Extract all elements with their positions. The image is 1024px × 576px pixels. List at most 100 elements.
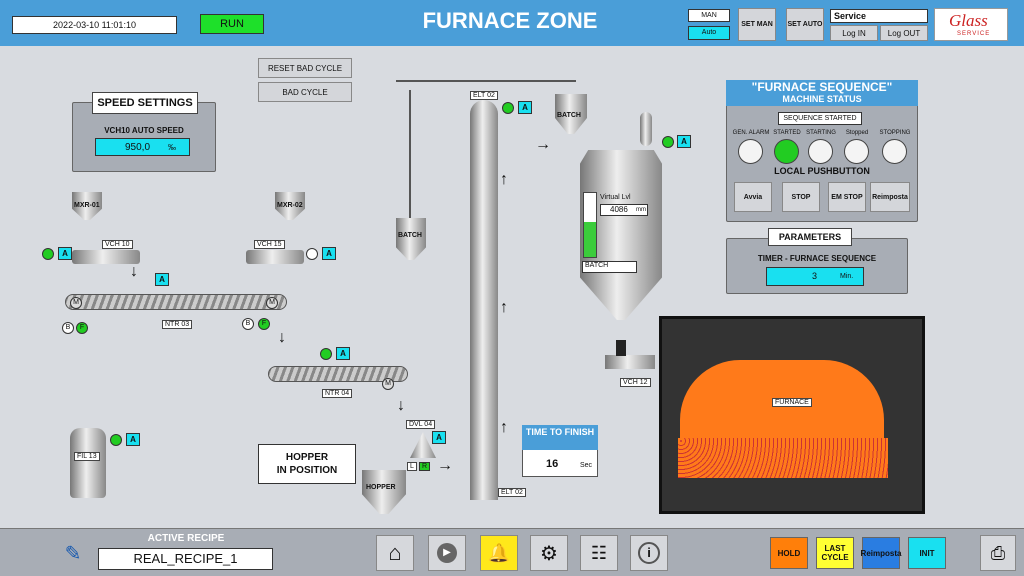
- settings-button[interactable]: ⚙: [530, 535, 568, 571]
- info-button[interactable]: i: [630, 535, 668, 571]
- tank-batch-field: BATCH: [582, 261, 637, 273]
- flow-arrow-down-icon: ↓: [130, 263, 138, 280]
- calendar-icon: ☷: [590, 542, 608, 563]
- feeder-vch15-body: [246, 250, 304, 264]
- ntr03-b-lamp-right: B: [242, 318, 254, 330]
- tool-icon[interactable]: ✎: [64, 543, 82, 565]
- ntr04-auto-indicator[interactable]: A: [336, 347, 350, 360]
- speed-unit: ‰: [168, 143, 176, 152]
- company-logo: Glass SERVICE: [934, 8, 1008, 41]
- batch-bin-top-label: BATCH: [557, 112, 581, 119]
- elevator-elt02: [470, 100, 498, 500]
- bell-icon: 🔔: [487, 542, 511, 563]
- play-button[interactable]: ▶: [428, 535, 466, 571]
- tank-level-fill: [584, 221, 596, 257]
- hold-button[interactable]: HOLD: [770, 537, 808, 569]
- time-to-finish-title: TIME TO FINISH: [522, 425, 598, 450]
- hopper-status-line2: IN POSITION: [276, 465, 338, 476]
- parameters-title: PARAMETERS: [768, 228, 852, 246]
- vch10-auto-indicator[interactable]: A: [58, 247, 72, 260]
- alarm-button[interactable]: 🔔: [480, 535, 518, 571]
- elevator-up-arrow-2-icon: ↑: [500, 299, 508, 316]
- tank-auto-indicator[interactable]: A: [677, 135, 691, 148]
- timer-value: 3: [812, 271, 818, 281]
- sequence-lamp: [808, 139, 833, 164]
- sequence-state-display: SEQUENCE STARTED: [778, 112, 862, 125]
- furnace-melt: [678, 438, 888, 478]
- logo-text: Glass: [949, 11, 988, 30]
- feeder-vch10-body: [72, 250, 140, 264]
- play-icon: ▶: [437, 543, 457, 563]
- tank-status-lamp: [662, 136, 674, 148]
- last-cycle-button[interactable]: LAST CYCLE: [816, 537, 854, 569]
- home-icon: ⌂: [388, 540, 402, 565]
- tank-level-value: 4086: [610, 205, 628, 214]
- set-auto-button[interactable]: SET AUTO: [786, 8, 824, 41]
- tank-level-bar: [583, 192, 597, 258]
- reset-bad-cycle-button[interactable]: RESET BAD CYCLE: [258, 58, 352, 78]
- batch-bin-left-label: BATCH: [398, 232, 422, 239]
- filter-fil13: [70, 428, 106, 498]
- tank-level-label: Virtual Lvl: [600, 194, 631, 201]
- init-button[interactable]: INIT: [908, 537, 946, 569]
- flow-arrow-right-icon: →: [437, 457, 453, 474]
- print-button[interactable]: ⎙: [980, 535, 1016, 571]
- page-title: FURNACE ZONE: [422, 8, 598, 33]
- hopper-status-panel: HOPPER IN POSITION: [258, 444, 356, 484]
- ntr03-auto-indicator[interactable]: A: [155, 273, 169, 286]
- conveyor-ntr04: [268, 366, 408, 382]
- dvl04-label: DVL 04: [406, 420, 436, 429]
- login-button[interactable]: Log IN: [830, 25, 878, 41]
- batch-bin-left: [396, 218, 426, 260]
- timer-value-field[interactable]: [766, 267, 864, 286]
- calendar-button[interactable]: ☷: [580, 535, 618, 571]
- active-recipe-title: ACTIVE RECIPE: [147, 533, 225, 544]
- conveyor-ntr03: [65, 294, 287, 310]
- time-to-finish-value: 16: [546, 458, 559, 470]
- ntr03-f-lamp-right: F: [258, 318, 270, 330]
- vch15-status-lamp: [306, 248, 318, 260]
- run-status-indicator: RUN: [200, 14, 264, 34]
- speed-value-field[interactable]: [95, 138, 190, 156]
- sequence-lamp-label: STARTED: [773, 130, 801, 136]
- sequence-lamp: [738, 139, 763, 164]
- vch15-auto-indicator[interactable]: A: [322, 247, 336, 260]
- sequence-lamp-label: Stopped: [845, 130, 869, 136]
- mxr02-label: MXR-02: [277, 202, 303, 209]
- ntr03-f-lamp-left: F: [76, 322, 88, 334]
- set-man-button[interactable]: SET MAN: [738, 8, 776, 41]
- elt02-status-lamp: [502, 102, 514, 114]
- gear-icon: ⚙: [540, 542, 558, 565]
- logout-button[interactable]: Log OUT: [880, 25, 928, 41]
- speed-label: VCH10 AUTO SPEED: [104, 126, 184, 135]
- ntr03-b-lamp-left: B: [62, 322, 74, 334]
- header-bar: 2022-03-10 11:01:10 RUN FURNACE ZONE MAN…: [0, 0, 1024, 46]
- elevator-up-arrow-1-icon: ↑: [500, 171, 508, 188]
- elt02-auto-indicator[interactable]: A: [518, 101, 532, 114]
- vch12-label: VCH 12: [620, 378, 651, 387]
- diverter-r-indicator: R: [419, 462, 431, 471]
- tank-level-unit: mm: [636, 207, 646, 213]
- hopper-vessel: [362, 470, 406, 514]
- mxr01-label: MXR-01: [74, 202, 100, 209]
- tank-level-field: [600, 204, 648, 216]
- sequence-lamp-label: STOPPING: [879, 130, 911, 136]
- speed-value: 950,0: [125, 142, 151, 153]
- pushbutton-avvia[interactable]: Avvia: [734, 182, 772, 212]
- sequence-subtitle: MACHINE STATUS: [726, 94, 918, 106]
- reimposta-button[interactable]: Reimposta: [861, 537, 901, 569]
- printer-icon: ⎙: [990, 542, 1006, 563]
- ntr04-status-lamp: [320, 348, 332, 360]
- top-rail: [396, 80, 576, 82]
- dvl04-auto-indicator[interactable]: A: [432, 431, 446, 444]
- parameters-label: TIMER - FURNACE SEQUENCE: [757, 254, 877, 263]
- footer-bar: ✎ ACTIVE RECIPE REAL_RECIPE_1 ⌂ ▶ 🔔 ⚙ ☷ …: [0, 528, 1024, 576]
- bad-cycle-button[interactable]: BAD CYCLE: [258, 82, 352, 102]
- pushbutton-reimposta[interactable]: Reimposta: [870, 182, 910, 212]
- pushbutton-em-stop[interactable]: EM STOP: [828, 182, 866, 212]
- hopper-label: HOPPER: [366, 484, 396, 491]
- vch15-label: VCH 15: [254, 240, 285, 249]
- home-button[interactable]: ⌂: [376, 535, 414, 571]
- fil13-auto-indicator[interactable]: A: [126, 433, 140, 446]
- pushbutton-stop[interactable]: STOP: [782, 182, 820, 212]
